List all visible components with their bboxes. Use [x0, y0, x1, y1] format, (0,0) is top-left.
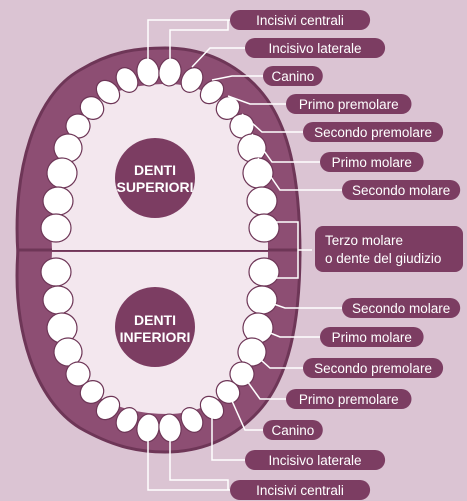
lower-tooth: [249, 258, 279, 286]
lower-canine-label: Canino: [272, 423, 315, 438]
lower-first-premolar-label: Primo premolare: [299, 392, 399, 407]
upper-lateral-incisor-label: Incisivo laterale: [269, 41, 362, 56]
upper-teeth-label-line2: SUPERIORI: [116, 179, 193, 195]
lower-tooth: [43, 286, 73, 314]
upper-tooth: [247, 187, 277, 215]
lower-second-premolar-label: Secondo premolare: [314, 361, 432, 376]
lower-lateral-incisor-label: Incisivo laterale: [269, 453, 362, 468]
upper-first-premolar-label: Primo premolare: [299, 97, 399, 112]
third-molar-label-line2: o dente del giudizio: [325, 251, 441, 266]
lower-first-molar-label: Primo molare: [332, 330, 412, 345]
upper-tooth: [43, 187, 73, 215]
lower-teeth-label-line2: INFERIORI: [120, 329, 191, 345]
upper-tooth: [249, 214, 279, 242]
lower-second-molar-label: Secondo molare: [352, 301, 450, 316]
upper-first-molar-label: Primo molare: [332, 155, 412, 170]
lower-central-incisors-label: Incisivi centrali: [256, 483, 344, 498]
upper-second-molar-label: Secondo molare: [352, 183, 450, 198]
third-molar-label-line1: Terzo molare: [325, 233, 403, 248]
upper-tooth: [41, 214, 71, 242]
upper-teeth-label-line1: DENTI: [134, 162, 176, 178]
lower-teeth-label-line1: DENTI: [134, 312, 176, 328]
upper-canine-label: Canino: [272, 69, 315, 84]
upper-teeth-circle: [115, 138, 195, 218]
upper-central-incisors-label: Incisivi centrali: [256, 13, 344, 28]
upper-second-premolar-label: Secondo premolare: [314, 125, 432, 140]
lower-tooth: [41, 258, 71, 286]
